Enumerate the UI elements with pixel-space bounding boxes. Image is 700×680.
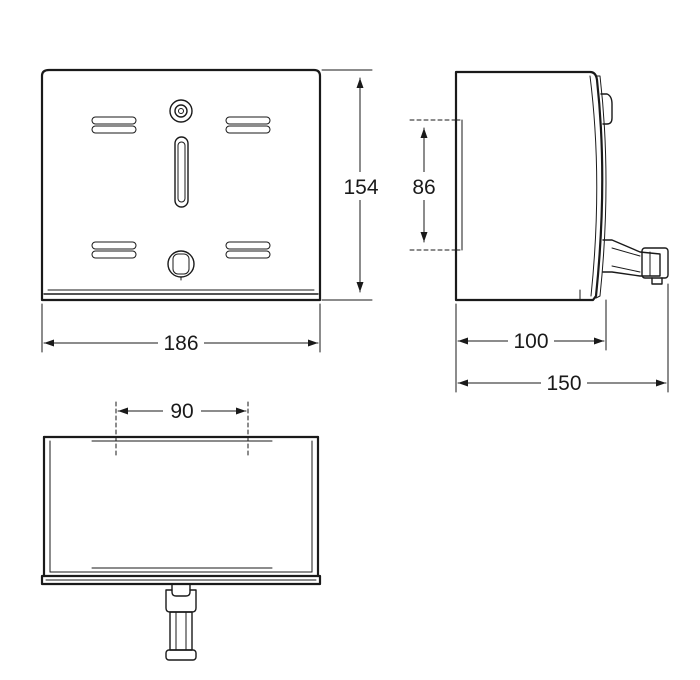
bottom-view: 90: [40, 398, 322, 661]
dim-side-depth: 100: [513, 330, 548, 353]
mounting-slots: [91, 116, 271, 259]
dim-bottom-spacing: 90: [170, 400, 193, 423]
lock-icon: [169, 99, 193, 123]
push-button-icon: [167, 250, 195, 281]
side-view: 86 100 150: [404, 70, 669, 396]
dim-side-inner-height: 86: [412, 176, 435, 199]
dim-front-width: 186: [163, 332, 198, 355]
dim-front-height: 154: [343, 176, 378, 199]
dim-side-total-depth: 150: [546, 372, 581, 395]
level-window: [174, 136, 189, 208]
front-view: 154 186: [40, 68, 382, 356]
nozzle-bottom-icon: [165, 583, 197, 661]
pump-nozzle-icon: [602, 239, 669, 285]
